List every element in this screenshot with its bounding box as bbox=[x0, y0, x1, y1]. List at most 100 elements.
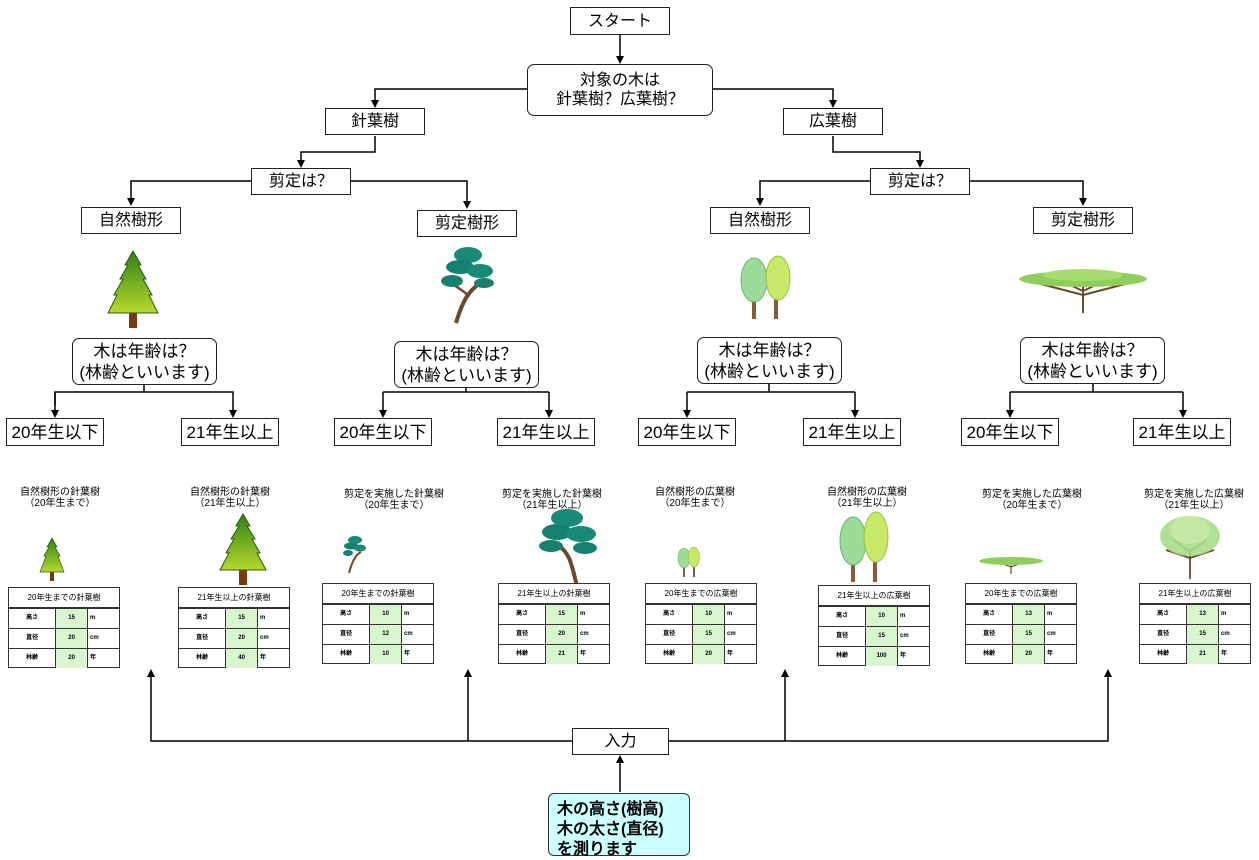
row-label: 林齢 bbox=[323, 645, 371, 664]
age-value: 20 bbox=[1013, 645, 1045, 664]
height-value: 13 bbox=[1013, 605, 1045, 624]
height-value: 15 bbox=[56, 609, 88, 628]
age-value: 20 bbox=[693, 645, 725, 664]
age-value: 20 bbox=[56, 649, 88, 668]
unit: cm bbox=[1046, 631, 1056, 637]
table-title: 21年生以上の広葉樹 bbox=[1140, 584, 1250, 604]
unit: cm bbox=[726, 631, 736, 637]
diameter-value: 12 bbox=[370, 625, 402, 644]
unit: 年 bbox=[1046, 651, 1053, 657]
diameter-value: 15 bbox=[1013, 625, 1045, 644]
case-label-5: 自然樹形の広葉樹 （20年生まで） bbox=[655, 487, 735, 509]
row-label: 林齢 bbox=[179, 649, 227, 668]
row-label: 高さ bbox=[179, 609, 227, 628]
unit: cm bbox=[899, 633, 909, 639]
row-label: 直径 bbox=[499, 625, 547, 644]
row-label: 直径 bbox=[966, 625, 1014, 644]
unit: 年 bbox=[899, 653, 906, 659]
broadleaf-tree-icon bbox=[740, 255, 791, 319]
row-label: 林齢 bbox=[9, 649, 57, 668]
pruned-conifer-small-icon bbox=[343, 536, 366, 574]
unit: cm bbox=[89, 635, 99, 641]
age-over-1: 21年生以上 bbox=[181, 418, 279, 446]
unit: 年 bbox=[89, 655, 96, 661]
row-label: 林齢 bbox=[499, 645, 547, 664]
case-label-4: 剪定を実施した針葉樹 （21年生以上） bbox=[502, 489, 602, 511]
row-label: 高さ bbox=[966, 605, 1014, 624]
unit: m bbox=[899, 613, 906, 619]
age-under-1: 20年生以下 bbox=[6, 418, 104, 446]
tree-type-question: 対象の木は 針葉樹？広葉樹？ bbox=[527, 64, 713, 116]
height-value: 15 bbox=[226, 609, 258, 628]
row-label: 直径 bbox=[1140, 625, 1188, 644]
pruned-conifer-large-icon bbox=[539, 509, 597, 588]
row-label: 高さ bbox=[646, 605, 694, 624]
case-label-3: 剪定を実施した針葉樹 （20年生まで） bbox=[344, 489, 444, 511]
case-label-7: 剪定を実施した広葉樹 （20年生まで） bbox=[982, 489, 1082, 511]
unit: 年 bbox=[1220, 651, 1227, 657]
pruning-question-conifer: 剪定は？ bbox=[251, 168, 351, 195]
table-title: 21年生以上の針葉樹 bbox=[499, 584, 609, 604]
unit: m bbox=[1046, 611, 1053, 617]
age-question-4: 木は年齢は？ (林齢といいます) bbox=[1020, 337, 1165, 384]
table-title: 21年生以上の広葉樹 bbox=[819, 586, 929, 606]
row-label: 高さ bbox=[9, 609, 57, 628]
pruned-broadleaf-tree-icon bbox=[1019, 269, 1147, 313]
height-value: 15 bbox=[546, 605, 578, 624]
row-label: 直径 bbox=[819, 627, 867, 646]
unit: m bbox=[403, 611, 410, 617]
height-value: 10 bbox=[693, 605, 725, 624]
broadleaf-box: 広葉樹 bbox=[783, 108, 883, 135]
diameter-value: 20 bbox=[56, 629, 88, 648]
broadleaf-large-icon bbox=[839, 511, 889, 582]
table-title: 20年生までの針葉樹 bbox=[323, 584, 433, 604]
row-label: 林齢 bbox=[646, 645, 694, 664]
table-title: 20年生までの針葉樹 bbox=[9, 588, 119, 608]
pruned-form-conifer: 剪定樹形 bbox=[417, 210, 517, 237]
unit: cm bbox=[259, 635, 269, 641]
unit: 年 bbox=[259, 655, 266, 661]
conifer-box: 針葉樹 bbox=[325, 108, 425, 135]
conifer-small-icon bbox=[39, 537, 65, 581]
case-label-2: 自然樹形の針葉樹 （21年生以上） bbox=[190, 487, 270, 509]
unit: cm bbox=[403, 631, 413, 637]
unit: 年 bbox=[579, 651, 586, 657]
measure-instruction-box: 木の高さ(樹高) 木の太さ(直径) を測ります bbox=[548, 793, 690, 858]
unit: m bbox=[89, 615, 96, 621]
pruned-conifer-tree-icon bbox=[441, 247, 494, 324]
unit: m bbox=[1220, 611, 1227, 617]
age-value: 21 bbox=[546, 645, 578, 664]
table-title: 20年生までの広葉樹 bbox=[966, 584, 1076, 604]
table-title: 21年生以上の針葉樹 bbox=[179, 588, 289, 608]
pruned-broadleaf-small-icon bbox=[979, 557, 1043, 574]
diameter-value: 20 bbox=[546, 625, 578, 644]
row-label: 直径 bbox=[179, 629, 227, 648]
age-question-1: 木は年齢は？ (林齢といいます) bbox=[72, 338, 217, 385]
age-over-2: 21年生以上 bbox=[497, 418, 595, 446]
pruned-form-broadleaf: 剪定樹形 bbox=[1033, 207, 1133, 234]
case-label-6: 自然樹形の広葉樹 （21年生以上） bbox=[827, 487, 907, 509]
age-under-2: 20年生以下 bbox=[334, 418, 432, 446]
row-label: 林齢 bbox=[819, 647, 867, 666]
pruned-broadleaf-large-icon bbox=[1160, 516, 1220, 579]
table-title: 20年生までの広葉樹 bbox=[646, 584, 756, 604]
row-label: 高さ bbox=[499, 605, 547, 624]
unit: m bbox=[726, 611, 733, 617]
row-label: 林齢 bbox=[966, 645, 1014, 664]
row-label: 高さ bbox=[1140, 605, 1188, 624]
conifer-large-icon bbox=[219, 513, 267, 585]
age-over-3: 21年生以上 bbox=[803, 418, 901, 446]
unit: m bbox=[259, 615, 266, 621]
age-under-4: 20年生以下 bbox=[961, 418, 1059, 446]
unit: 年 bbox=[403, 651, 410, 657]
height-value: 10 bbox=[866, 607, 898, 626]
age-question-2: 木は年齢は？ (林齢といいます) bbox=[394, 341, 539, 388]
row-label: 直径 bbox=[9, 629, 57, 648]
unit: cm bbox=[1220, 631, 1230, 637]
